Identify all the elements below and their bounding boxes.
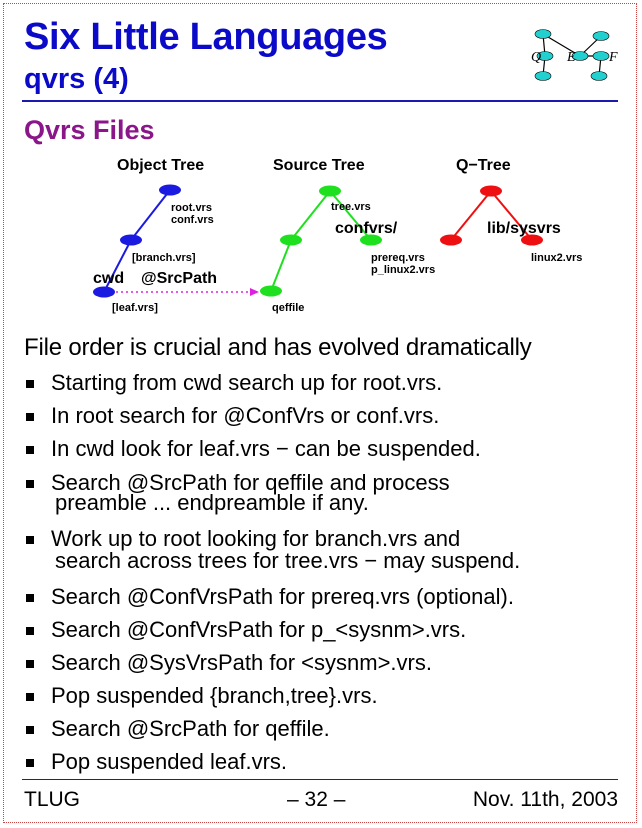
label-cwd: cwd: [93, 270, 124, 287]
label-leaf-vrs: [leaf.vrs]: [112, 302, 158, 314]
title-divider: [22, 100, 618, 102]
object-tree: root.vrs conf.vrs [branch.vrs] [leaf.vrs…: [93, 184, 217, 314]
footer-date: Nov. 11th, 2003: [472, 788, 618, 811]
source-node-confvrs: [360, 234, 382, 246]
label-branch-vrs: [branch.vrs]: [132, 252, 196, 264]
label-tree-vrs: tree.vrs: [331, 201, 371, 213]
logo-node: [592, 31, 610, 41]
bullet-square-icon: [26, 536, 34, 544]
q-node-sysvrs: [521, 234, 543, 246]
page-number: – 32 –: [287, 788, 346, 811]
list-item: Work up to root looking for branch.vrs a…: [24, 528, 624, 572]
logo-node: [571, 51, 589, 61]
bullet-square-icon: [26, 413, 34, 421]
bullet-square-icon: [26, 480, 34, 488]
bullet-square-icon: [26, 660, 34, 668]
source-node-left: [280, 234, 302, 246]
header-object-tree: Object Tree: [117, 157, 204, 174]
bullet-square-icon: [26, 446, 34, 454]
header-q-tree: Q−Tree: [456, 157, 511, 174]
bullet-square-icon: [26, 693, 34, 701]
label-conf-vrs: conf.vrs: [171, 214, 214, 226]
footer-divider: [22, 779, 618, 780]
source-tree: tree.vrs prereq.vrs p_linux2.vrs qeffile…: [260, 185, 435, 314]
logo-node: [590, 71, 608, 81]
q-node-left: [440, 234, 462, 246]
slide-title: Six Little Languages: [24, 16, 388, 58]
object-node-branch: [120, 234, 142, 246]
label-srcpath: @SrcPath: [141, 270, 217, 287]
bullet-square-icon: [26, 627, 34, 635]
label-prereq-vrs: prereq.vrs: [371, 252, 425, 264]
intro-text: File order is crucial and has evolved dr…: [24, 334, 532, 361]
qef-logo-icon: Q E F: [531, 29, 618, 81]
label-qeffile: qeffile: [272, 302, 304, 314]
object-node-leaf: [93, 286, 115, 298]
bullet-square-icon: [26, 594, 34, 602]
section-heading: Qvrs Files: [24, 115, 155, 145]
slide-subtitle: qvrs (4): [24, 63, 129, 95]
label-root-vrs: root.vrs: [171, 202, 212, 214]
label-lib-sysvrs: lib/sysvrs: [487, 220, 561, 237]
logo-node: [592, 51, 610, 61]
tree-diagram: Object Tree Source Tree Q−Tree root.vrs …: [93, 157, 582, 314]
bullet-square-icon: [26, 380, 34, 388]
logo-node: [534, 29, 552, 39]
bullet-square-icon: [26, 726, 34, 734]
srcpath-link: [116, 288, 259, 296]
logo-letter-e: E: [566, 50, 576, 65]
logo-letter-q: Q: [531, 50, 541, 65]
footer-left: TLUG: [24, 788, 81, 811]
label-confvrs: confvrs/: [335, 220, 398, 237]
label-p-linux2-vrs: p_linux2.vrs: [371, 264, 435, 276]
logo-letter-f: F: [608, 50, 618, 65]
source-node-root: [319, 185, 341, 197]
object-node-root: [159, 184, 181, 196]
q-node-root: [480, 185, 502, 197]
slide-frame: [3, 3, 637, 823]
q-tree: lib/sysvrs linux2.vrs: [440, 185, 582, 264]
header-source-tree: Source Tree: [273, 157, 365, 174]
source-node-qeffile: [260, 285, 282, 297]
logo-node: [534, 71, 552, 81]
bullet-square-icon: [26, 759, 34, 767]
label-linux2-vrs: linux2.vrs: [531, 252, 582, 264]
logo-node: [536, 51, 554, 61]
